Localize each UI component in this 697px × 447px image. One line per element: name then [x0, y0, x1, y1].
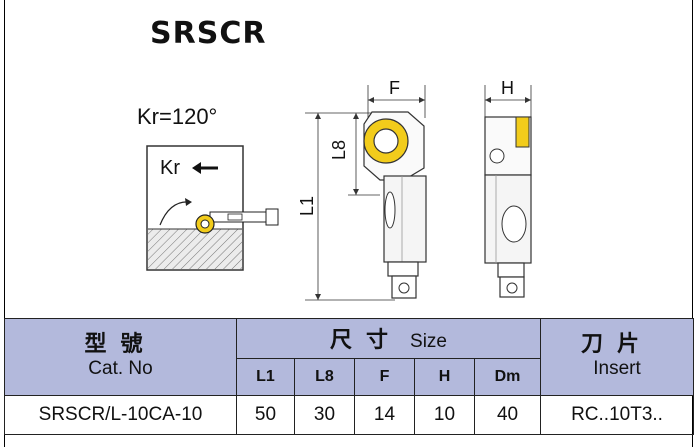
insert-header-cn: 刀片 — [581, 332, 654, 357]
col-l1: L1 — [236, 357, 295, 396]
spec-table: 型號 Cat. No 尺寸 Size 刀片 Insert L1 L8 F H Dm… — [4, 318, 695, 435]
l8-cell: 30 — [294, 395, 355, 435]
model-header: 型號 Cat. No — [4, 318, 237, 396]
dm-cell: 40 — [473, 395, 542, 435]
col-l8: L8 — [294, 357, 355, 396]
dim-h: H — [501, 78, 514, 98]
insert-header: 刀片 Insert — [540, 318, 695, 396]
insert-cell: RC..10T3.. — [540, 395, 695, 435]
insert-side-icon — [515, 116, 530, 148]
dim-f: F — [389, 78, 400, 98]
col-dm: Dm — [473, 357, 542, 396]
f-cell: 14 — [354, 395, 415, 435]
l1-cell: 50 — [236, 395, 295, 435]
product-title: SRSCR — [150, 16, 267, 51]
h-cell: 10 — [414, 395, 475, 435]
table-row: SRSCR/L-10CA-10 50 30 14 10 40 RC..10T3.… — [4, 395, 695, 435]
table-header-row: 型號 Cat. No 尺寸 Size 刀片 Insert — [4, 318, 695, 396]
cat-no-cell: SRSCR/L-10CA-10 — [4, 395, 237, 435]
size-header-cn: 尺寸 — [330, 328, 403, 354]
arrow-left-icon — [192, 162, 218, 174]
col-h: H — [414, 357, 475, 396]
model-header-en: Cat. No — [88, 358, 153, 379]
size-header-en: Size — [410, 331, 447, 353]
model-header-cn: 型號 — [84, 332, 157, 357]
tool-side-view: H — [484, 78, 532, 298]
kr-angle-label: Kr=120° — [137, 104, 218, 129]
col-f: F — [354, 357, 415, 396]
insert-header-en: Insert — [593, 358, 641, 379]
tool-front-view: F L8 L1 — [297, 78, 427, 301]
size-header: 尺寸 Size — [235, 318, 542, 359]
kr-diagram: Kr — [146, 145, 279, 271]
dim-l1: L1 — [297, 196, 317, 216]
kr-direction-label: Kr — [160, 157, 180, 179]
dim-l8: L8 — [329, 140, 349, 160]
tool-drawing: Kr F L8 — [146, 78, 532, 301]
page-frame — [4, 0, 693, 447]
